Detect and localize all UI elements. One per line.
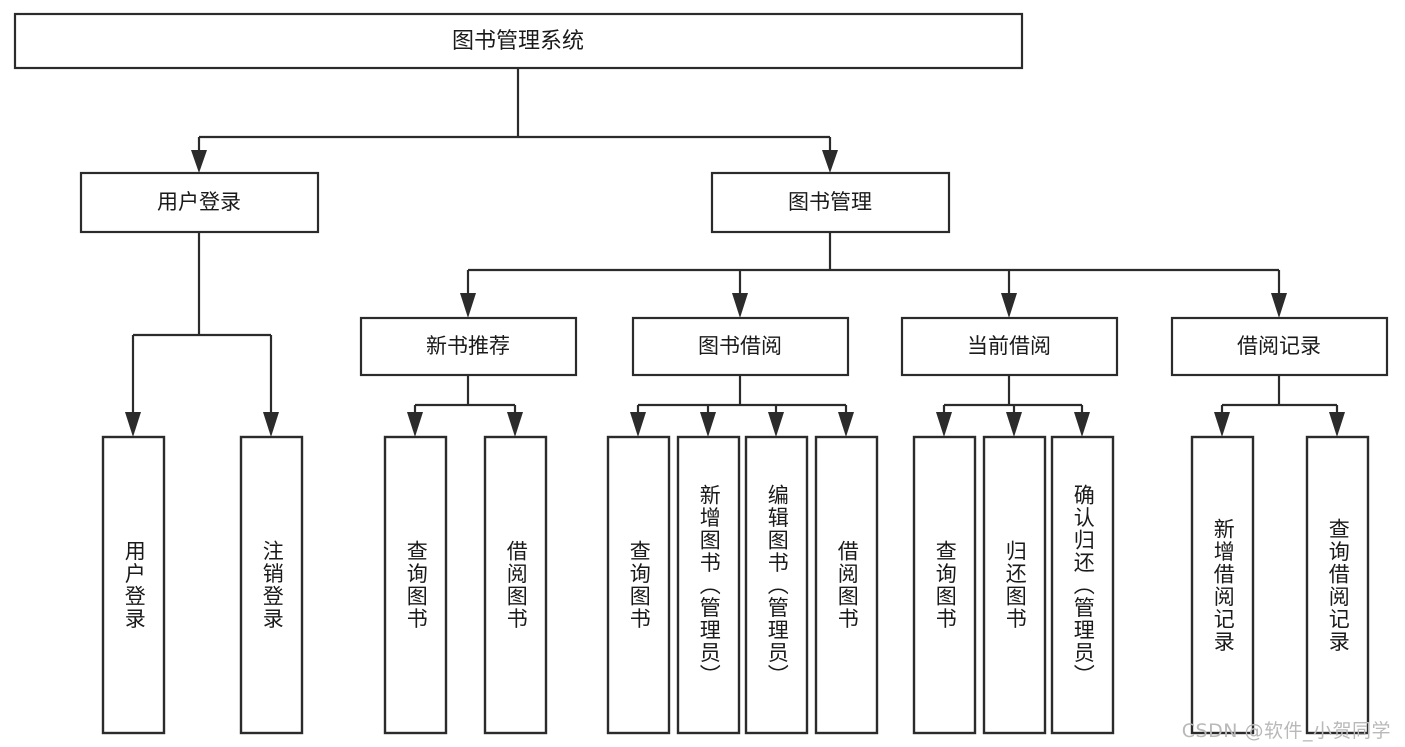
leaf-confirm-return-label: 确认归还（管理员） — [1071, 483, 1096, 687]
arrowhead-leaf-add-record — [1214, 412, 1230, 437]
leaf-user-login-label: 用户登录 — [122, 540, 147, 630]
arrowhead-book-manage — [822, 150, 838, 173]
node-book-manage-box[interactable] — [710, 171, 951, 234]
connectors-new-book-rec-to-leaves — [407, 375, 523, 437]
node-user-login-box[interactable] — [79, 171, 320, 234]
leaf-edit-book-label: 编辑图书（管理员） — [765, 483, 790, 687]
node-current-borrow[interactable]: 当前借阅 — [900, 316, 1119, 377]
node-root-box[interactable] — [13, 12, 1024, 70]
node-current-borrow-box[interactable] — [900, 316, 1119, 377]
leaf-borrow-book-2[interactable]: 借阅图书 — [814, 435, 879, 735]
leaf-borrow-book-1[interactable]: 借阅图书 — [483, 435, 548, 735]
leaf-add-record[interactable]: 新增借阅记录 — [1190, 435, 1255, 735]
leaf-add-book-box[interactable] — [676, 435, 741, 735]
arrowhead-leaf-add-book — [700, 412, 716, 437]
node-new-book-rec-box[interactable] — [359, 316, 578, 377]
arrowhead-user-login — [191, 150, 207, 173]
arrowhead-leaf-borrow-book-2 — [838, 412, 854, 437]
node-new-book-rec-label: 新书推荐 — [426, 334, 510, 358]
connectors-root-to-level1 — [191, 68, 838, 173]
leaf-query-book-2-label: 查询图书 — [627, 540, 652, 630]
arrowhead-leaf-edit-book — [768, 412, 784, 437]
leaf-add-book[interactable]: 新增图书（管理员） — [676, 435, 741, 735]
arrowhead-leaf-query-record — [1329, 412, 1345, 437]
connectors-borrow-record-to-leaves — [1214, 375, 1345, 437]
leaf-borrow-book-1-box[interactable] — [483, 435, 548, 735]
leaf-query-book-1[interactable]: 查询图书 — [383, 435, 448, 735]
connectors-user-login-to-leaves — [125, 232, 279, 437]
connectors-current-borrow-to-leaves — [936, 375, 1090, 437]
node-book-borrow[interactable]: 图书借阅 — [631, 316, 850, 377]
leaf-edit-book-box[interactable] — [744, 435, 809, 735]
node-borrow-record-box[interactable] — [1170, 316, 1389, 377]
leaf-borrow-book-1-label: 借阅图书 — [504, 540, 529, 630]
leaf-logout-login-label: 注销登录 — [260, 540, 285, 630]
leaf-return-book[interactable]: 归还图书 — [982, 435, 1047, 735]
node-book-manage-label: 图书管理 — [788, 190, 872, 214]
leaf-edit-book[interactable]: 编辑图书（管理员） — [744, 435, 809, 735]
leaf-add-book-label: 新增图书（管理员） — [697, 483, 722, 687]
node-user-login[interactable]: 用户登录 — [79, 171, 320, 234]
arrowhead-leaf-user-login — [125, 412, 141, 437]
leaf-add-record-label: 新增借阅记录 — [1211, 517, 1236, 653]
arrowhead-leaf-query-book-2 — [630, 412, 646, 437]
leaf-user-login-box[interactable] — [101, 435, 166, 735]
leaf-logout-login-box[interactable] — [239, 435, 304, 735]
leaf-query-book-2[interactable]: 查询图书 — [606, 435, 671, 735]
arrowhead-borrow-record — [1271, 293, 1287, 318]
leaf-query-book-3-label: 查询图书 — [933, 540, 958, 630]
arrowhead-leaf-borrow-book-1 — [507, 412, 523, 437]
node-borrow-record-label: 借阅记录 — [1237, 334, 1321, 358]
leaf-return-book-box[interactable] — [982, 435, 1047, 735]
leaf-logout-login[interactable]: 注销登录 — [239, 435, 304, 735]
leaf-confirm-return-box[interactable] — [1050, 435, 1115, 735]
leaf-query-book-3-box[interactable] — [912, 435, 977, 735]
node-borrow-record[interactable]: 借阅记录 — [1170, 316, 1389, 377]
leaf-borrow-book-2-label: 借阅图书 — [835, 540, 860, 630]
leaf-query-book-2-box[interactable] — [606, 435, 671, 735]
leaf-confirm-return[interactable]: 确认归还（管理员） — [1050, 435, 1115, 735]
leaf-user-login[interactable]: 用户登录 — [101, 435, 166, 735]
connectors-book-manage-to-level2 — [460, 232, 1287, 318]
leaf-query-book-1-label: 查询图书 — [404, 540, 429, 630]
node-root-label: 图书管理系统 — [452, 29, 584, 54]
leaf-query-record-label: 查询借阅记录 — [1326, 517, 1351, 653]
arrowhead-leaf-return-book — [1006, 412, 1022, 437]
leaf-borrow-book-2-box[interactable] — [814, 435, 879, 735]
leaf-add-record-box[interactable] — [1190, 435, 1255, 735]
arrowhead-current-borrow — [1001, 293, 1017, 318]
node-book-borrow-label: 图书借阅 — [698, 334, 782, 358]
node-root[interactable]: 图书管理系统 — [13, 12, 1024, 70]
leaf-query-book-1-box[interactable] — [383, 435, 448, 735]
node-user-login-label: 用户登录 — [157, 190, 241, 214]
arrowhead-new-book-rec — [460, 293, 476, 318]
leaf-query-record[interactable]: 查询借阅记录 — [1305, 435, 1370, 735]
node-book-borrow-box[interactable] — [631, 316, 850, 377]
arrowhead-leaf-confirm-return — [1074, 412, 1090, 437]
arrowhead-book-borrow — [732, 293, 748, 318]
arrowhead-leaf-query-book-1 — [407, 412, 423, 437]
leaf-return-book-label: 归还图书 — [1003, 540, 1028, 630]
node-new-book-rec[interactable]: 新书推荐 — [359, 316, 578, 377]
node-current-borrow-label: 当前借阅 — [967, 334, 1051, 358]
arrowhead-leaf-logout-login — [263, 412, 279, 437]
leaf-query-book-3[interactable]: 查询图书 — [912, 435, 977, 735]
connectors-book-borrow-to-leaves — [630, 375, 854, 437]
node-book-manage[interactable]: 图书管理 — [710, 171, 951, 234]
arrowhead-leaf-query-book-3 — [936, 412, 952, 437]
leaf-query-record-box[interactable] — [1305, 435, 1370, 735]
